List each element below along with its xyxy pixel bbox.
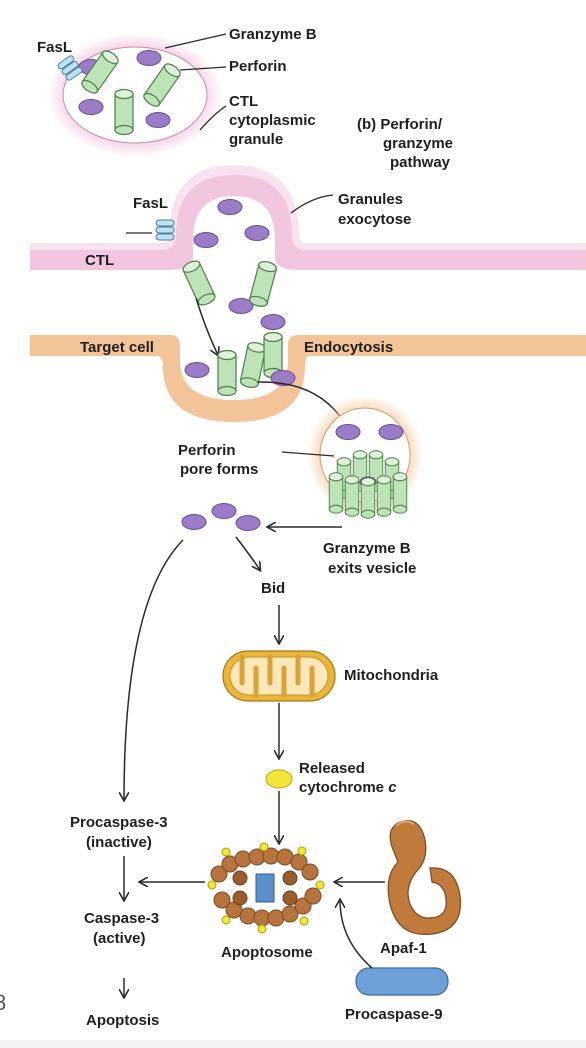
section-title-line2: granzyme bbox=[383, 135, 453, 152]
fasl-icon bbox=[155, 219, 175, 241]
granzyme-b-icon bbox=[193, 232, 219, 248]
ctl-granule-label-line2: cytoplasmic bbox=[229, 112, 316, 129]
perforin-icon bbox=[114, 88, 134, 136]
mitochondria-label: Mitochondria bbox=[344, 667, 439, 684]
arrow bbox=[195, 297, 218, 355]
granzyme-b-icon bbox=[235, 515, 261, 531]
granzyme-b-icon bbox=[211, 503, 237, 519]
perforin-pore-icon bbox=[328, 450, 408, 519]
granzyme-b-icon bbox=[78, 99, 104, 115]
bottom-bar bbox=[0, 1040, 586, 1048]
apoptosis-label: Apoptosis bbox=[86, 1012, 159, 1029]
granzyme-b-label: Granzyme B bbox=[229, 26, 317, 43]
caspase3-label-line1: Caspase-3 bbox=[84, 910, 159, 927]
leader-line bbox=[290, 194, 334, 214]
ctl-granule-label-line3: granule bbox=[229, 131, 283, 148]
granzyme-b-icon bbox=[260, 314, 286, 330]
granzyme-b-icon bbox=[145, 112, 171, 128]
granzyme-b-icon bbox=[335, 424, 361, 440]
granzyme-b-icon bbox=[136, 50, 162, 66]
cyto-label-line2: cytochrome c bbox=[299, 779, 397, 796]
leader-line bbox=[179, 66, 227, 71]
exit-label-line2: exits vesicle bbox=[328, 560, 416, 577]
granules-label-line2: exocytose bbox=[338, 211, 411, 228]
pore-label-line2: pore forms bbox=[180, 461, 258, 478]
procaspase3-label-line1: Procaspase-3 bbox=[70, 814, 168, 831]
granzyme-b-icon bbox=[181, 514, 207, 530]
granzyme-b-icon bbox=[378, 424, 404, 440]
mitochondria-icon bbox=[222, 650, 336, 702]
leader-line bbox=[199, 105, 227, 131]
apaf1-label: Apaf-1 bbox=[380, 940, 427, 957]
bid-label: Bid bbox=[261, 580, 285, 597]
perforin-label: Perforin bbox=[229, 58, 287, 75]
leader-line bbox=[164, 33, 227, 49]
perforin-icon bbox=[247, 259, 279, 309]
cyto-label-line1: Released bbox=[299, 760, 365, 777]
cytochrome-c-icon bbox=[265, 769, 293, 789]
fasl-mid-label: FasL bbox=[133, 195, 168, 212]
fasl-icon bbox=[57, 55, 83, 81]
apoptosome-icon bbox=[207, 842, 325, 934]
ctl-cytoplasmic-granule bbox=[47, 33, 223, 157]
caspase3-label-line2: (active) bbox=[93, 930, 146, 947]
granzyme-b-icon bbox=[217, 199, 243, 215]
apoptosome-label: Apoptosome bbox=[221, 944, 313, 961]
granzyme-b-icon bbox=[244, 225, 270, 241]
ctl-granule-label-line1: CTL bbox=[229, 93, 258, 110]
arrow bbox=[235, 536, 260, 570]
section-title-line1: (b) Perforin/ bbox=[357, 116, 443, 133]
fasl-label: FasL bbox=[37, 39, 72, 56]
procaspase9-label: Procaspase-9 bbox=[345, 1006, 443, 1023]
arrow bbox=[124, 539, 184, 800]
leader-line bbox=[281, 451, 335, 457]
perforin-icon bbox=[180, 258, 218, 308]
perforin-icon bbox=[217, 349, 237, 397]
pore-label-line1: Perforin bbox=[178, 442, 236, 459]
ctl-membrane bbox=[30, 164, 586, 270]
procaspase3-label-line2: (inactive) bbox=[86, 834, 152, 851]
target-cell-membrane bbox=[30, 335, 586, 422]
granules-label-line1: Granules bbox=[338, 191, 403, 208]
procaspase9-icon bbox=[355, 967, 449, 996]
ctl-membrane-label: CTL bbox=[85, 252, 114, 269]
exit-label-line1: Granzyme B bbox=[323, 540, 411, 557]
granzyme-b-icon bbox=[184, 362, 210, 378]
arrow bbox=[340, 900, 373, 969]
apaf1-icon bbox=[387, 820, 462, 936]
endocytosis-label: Endocytosis bbox=[304, 339, 393, 356]
edge-digit: 8 bbox=[0, 990, 6, 1015]
target-cell-label: Target cell bbox=[80, 339, 154, 356]
section-title-line3: pathway bbox=[390, 154, 451, 171]
